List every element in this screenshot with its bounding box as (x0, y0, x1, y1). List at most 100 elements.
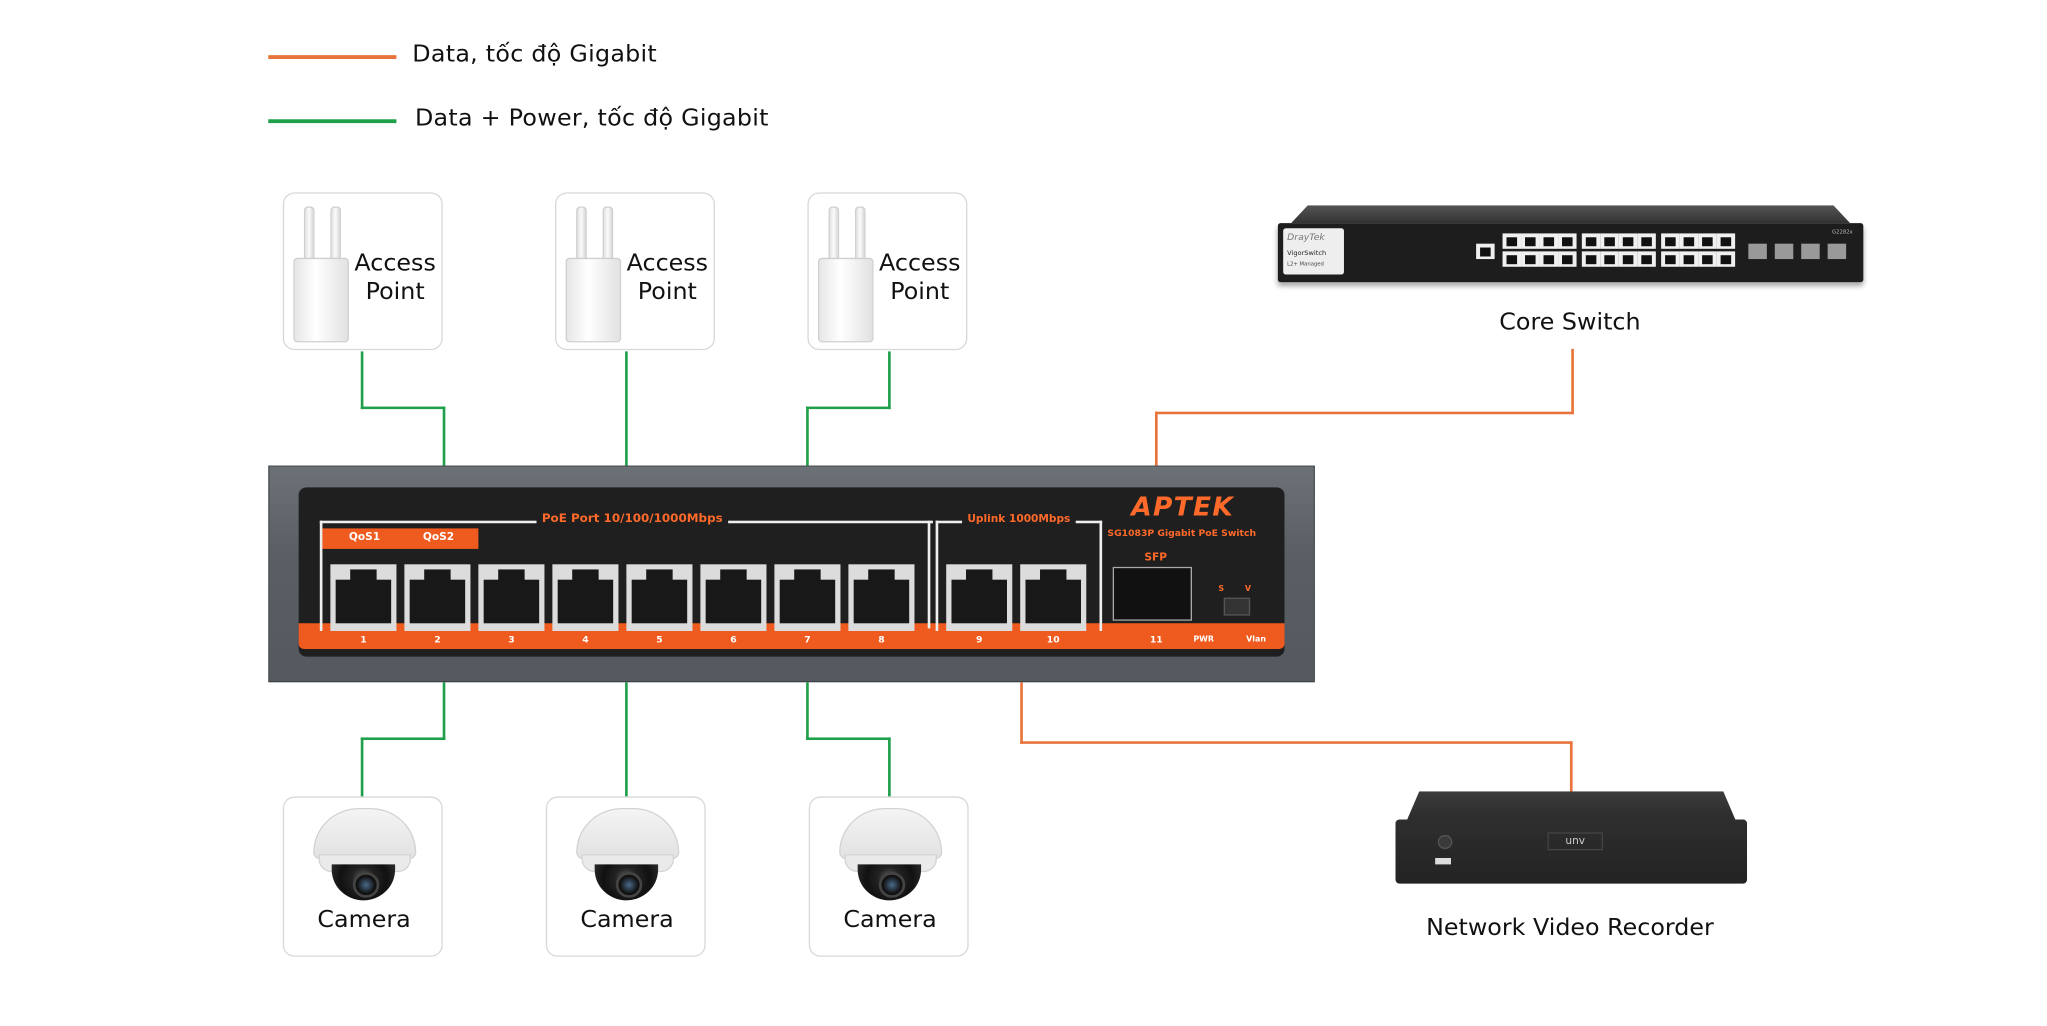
rj45-port-10[interactable] (1020, 564, 1087, 631)
core-switch-port[interactable] (1618, 233, 1638, 249)
camera-label: Camera (580, 906, 674, 934)
dome-camera-icon (839, 807, 943, 905)
rj45-port-4[interactable] (552, 564, 619, 631)
dome-camera-icon (313, 807, 417, 905)
camera-node: Camera (282, 796, 443, 957)
poe-link (806, 406, 891, 410)
core-switch-port[interactable] (1661, 233, 1680, 249)
core-switch-port[interactable] (1539, 233, 1559, 249)
rj45-port-2[interactable] (404, 564, 471, 631)
data-link (1569, 741, 1573, 793)
access-point-label-2: Point (890, 278, 950, 306)
vlan-indicator-label: Vlan (1246, 634, 1267, 644)
qos2-label: QoS2 (422, 530, 455, 543)
data-link (1154, 411, 1158, 466)
core-switch-model: VigorSwitch (1287, 250, 1327, 258)
rj45-port-6[interactable] (700, 564, 767, 631)
core-switch-port[interactable] (1661, 251, 1680, 267)
port-number-label: 11 (1149, 634, 1163, 646)
access-point-label: Access (879, 250, 961, 278)
core-switch-console-port[interactable] (1476, 243, 1495, 260)
poe-link (442, 682, 446, 741)
core-switch-port[interactable] (1521, 251, 1540, 267)
legend-data-label: Data, tốc độ Gigabit (412, 41, 658, 68)
mode-toggle[interactable] (1223, 597, 1251, 616)
rj45-port-5[interactable] (626, 564, 693, 631)
core-switch-sfp-port[interactable] (1774, 243, 1794, 260)
access-point-label-2: Point (365, 278, 425, 306)
core-switch-model-code: G2282x (1832, 228, 1853, 235)
port-number-label: 4 (582, 634, 589, 646)
core-switch-brand: DrayTek (1287, 232, 1325, 243)
usb-port-icon (1435, 857, 1452, 865)
legend-data-power-label: Data + Power, tốc độ Gigabit (414, 105, 769, 133)
core-switch-port[interactable] (1521, 233, 1540, 249)
qos-badge: QoS1 QoS2 (322, 528, 479, 549)
legend-data-line (268, 55, 397, 59)
power-button-icon[interactable] (1437, 834, 1453, 850)
port-number-label: 9 (976, 634, 983, 646)
camera-node: Camera (808, 796, 969, 957)
core-switch-port[interactable] (1502, 251, 1522, 267)
core-switch-port[interactable] (1558, 233, 1577, 249)
poe-link (806, 737, 891, 741)
core-switch-brand-plate: DrayTek VigorSwitch L2+ Managed (1283, 228, 1344, 275)
legend-data-power-line (268, 119, 397, 124)
core-switch-port[interactable] (1637, 233, 1656, 249)
core-switch-device: DrayTek VigorSwitch L2+ Managed G2282x (1277, 205, 1864, 285)
nvr-label: Network Video Recorder (1426, 914, 1714, 942)
access-point-label: Access (354, 250, 436, 278)
camera-node: Camera (545, 796, 706, 957)
port-number-label: 2 (434, 634, 441, 646)
port-number-label: 5 (656, 634, 663, 646)
core-switch-port[interactable] (1581, 233, 1601, 249)
aptek-logo: APTEK (1131, 491, 1235, 522)
core-switch-port[interactable] (1716, 251, 1736, 267)
core-switch-port[interactable] (1716, 233, 1736, 249)
core-switch-port[interactable] (1600, 233, 1619, 249)
core-switch-label: Core Switch (1499, 309, 1641, 337)
core-switch-port[interactable] (1581, 251, 1601, 267)
core-switch-port[interactable] (1637, 251, 1656, 267)
core-switch-port[interactable] (1539, 251, 1559, 267)
nvr-device: unv (1395, 791, 1748, 885)
rj45-port-1[interactable] (330, 564, 397, 631)
poe-link (806, 406, 809, 466)
switch-s-label: S (1218, 584, 1225, 594)
core-switch-sfp-port[interactable] (1827, 243, 1847, 260)
rj45-port-8[interactable] (848, 564, 915, 631)
core-switch-port[interactable] (1600, 251, 1619, 267)
core-switch-port[interactable] (1698, 251, 1717, 267)
access-point-icon (565, 206, 622, 343)
core-switch-port[interactable] (1679, 233, 1699, 249)
core-switch-port[interactable] (1558, 251, 1577, 267)
core-switch-port[interactable] (1502, 233, 1522, 249)
uplink-group-label: Uplink 1000Mbps (962, 513, 1076, 525)
core-switch-sfp-port[interactable] (1801, 243, 1820, 260)
camera-label: Camera (317, 906, 411, 934)
camera-label: Camera (843, 906, 937, 934)
data-link (1154, 411, 1574, 415)
port-number-label: 6 (730, 634, 737, 646)
port-number-label: 8 (878, 634, 885, 646)
core-switch-port[interactable] (1698, 233, 1717, 249)
sfp-port[interactable] (1112, 566, 1192, 621)
rj45-port-3[interactable] (478, 564, 545, 631)
core-switch-sfp-port[interactable] (1748, 243, 1767, 260)
data-link (1020, 682, 1023, 744)
poe-link (360, 737, 446, 741)
core-switch-port[interactable] (1679, 251, 1699, 267)
poe-link (360, 351, 364, 410)
rj45-port-9[interactable] (946, 564, 1013, 631)
rj45-port-7[interactable] (774, 564, 841, 631)
nvr-brand: unv (1547, 832, 1603, 851)
core-switch-port[interactable] (1618, 251, 1638, 267)
poe-switch-front-panel: PoE Port 10/100/1000Mbps Uplink 1000Mbps… (298, 487, 1285, 657)
poe-link (360, 406, 446, 410)
core-switch-model-sub: L2+ Managed (1287, 260, 1324, 267)
switch-model: SG1083P Gigabit PoE Switch (1107, 528, 1257, 539)
